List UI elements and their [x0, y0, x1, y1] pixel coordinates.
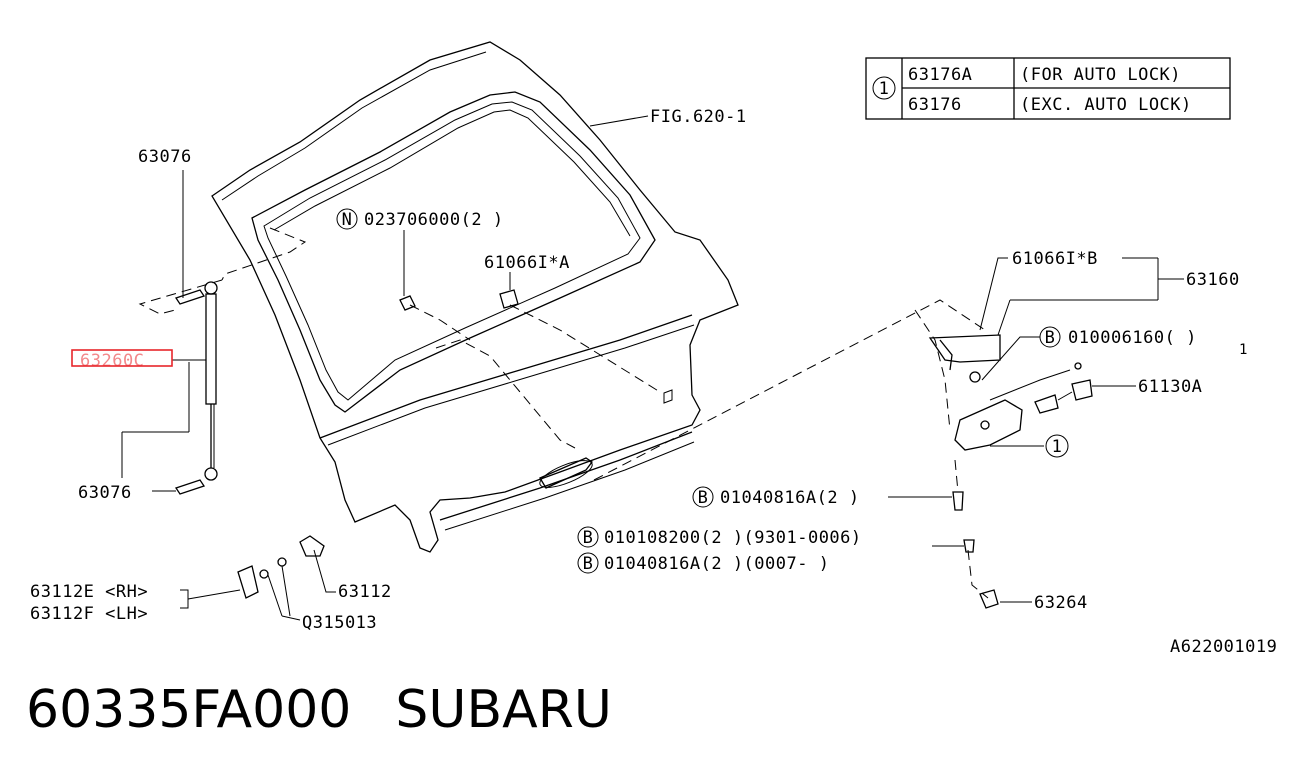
- part-61130a-label: 61130A: [1138, 377, 1202, 397]
- bolt3-part-label: 010108200(2 )(9301-0006): [604, 528, 862, 548]
- connector-a: [1034, 394, 1059, 414]
- bolt1-qty-label: 1: [1239, 342, 1248, 358]
- part-63076-top-label: 63076: [138, 147, 192, 167]
- bolt-latch: [952, 491, 964, 511]
- bolt1-circle-label: B: [1045, 328, 1056, 348]
- callout-labels: FIG.620-1 63076 63260C 63076 N 023706000…: [30, 107, 1277, 657]
- lock-lever: [928, 334, 1001, 363]
- nut-part: [399, 295, 416, 311]
- hinge-bracket: [237, 565, 259, 599]
- legend-marker-circle: [872, 76, 896, 100]
- page-caption: 60335FA000 SUBARU: [26, 680, 656, 740]
- striker: [979, 589, 999, 609]
- caption-part-number: 60335FA000: [26, 680, 352, 740]
- gas-strut-assembly: [174, 281, 218, 495]
- bolt4-part-label: 01040816A(2 )(0007- ): [604, 554, 829, 574]
- assembly-dashed-lines: [138, 227, 989, 599]
- item1-marker-label: 1: [1052, 437, 1063, 457]
- part-63160-label: 63160: [1186, 270, 1240, 290]
- caption-brand: SUBARU: [395, 680, 612, 740]
- hinge-assembly: [237, 535, 325, 617]
- strut-cylinder: [205, 293, 217, 405]
- legend-table: 1 63176A (FOR AUTO LOCK) 63176 (EXC. AUT…: [865, 57, 1231, 120]
- part-q315013-label: Q315013: [302, 613, 377, 633]
- latch-body: [954, 399, 1023, 451]
- legend-row1-part: 63176A: [908, 65, 972, 85]
- hinge-pad: [299, 535, 325, 557]
- liftgate-outline: [211, 41, 739, 553]
- part-61066a-label: 61066I*A: [484, 253, 570, 273]
- bolt4-circle-label: B: [583, 554, 594, 574]
- connector-b: [1071, 379, 1093, 401]
- legend-row2-note: (EXC. AUTO LOCK): [1020, 95, 1192, 115]
- legend-row1-note: (FOR AUTO LOCK): [1020, 65, 1181, 85]
- part-63112e-label: 63112E <RH>: [30, 582, 148, 602]
- part-63112-label: 63112: [338, 582, 392, 602]
- fasteners: [399, 289, 519, 311]
- figure-ref-label: FIG.620-1: [650, 107, 747, 127]
- highlight-box: [71, 349, 173, 367]
- nut-circle-label: N: [342, 210, 353, 230]
- part-63076-bottom-label: 63076: [78, 483, 132, 503]
- drawing-number-label: A622001019: [1170, 637, 1277, 657]
- ball-stud-top: [174, 289, 206, 305]
- nut-part-label: 023706000(2 ): [364, 210, 504, 230]
- bolt3-circle-label: B: [583, 528, 594, 548]
- part-63260-highlight-label: 63260C: [80, 351, 144, 371]
- part-63264-label: 63264: [1034, 593, 1088, 613]
- bolt1-part-label: 010006160( ): [1068, 328, 1197, 348]
- clip-part: [499, 289, 519, 309]
- bolt2-part-label: 01040816A(2 ): [720, 488, 860, 508]
- part-63112f-label: 63112F <LH>: [30, 604, 148, 624]
- leader-lines: [121, 115, 1184, 621]
- bolt2-circle-label: B: [698, 488, 709, 508]
- bolt-striker: [963, 539, 975, 553]
- ball-stud-bottom: [174, 479, 206, 495]
- legend-row2-part: 63176: [908, 95, 962, 115]
- legend-marker: 1: [879, 79, 890, 99]
- part-61066b-label: 61066I*B: [1012, 249, 1098, 269]
- latch-assembly: [928, 334, 1093, 609]
